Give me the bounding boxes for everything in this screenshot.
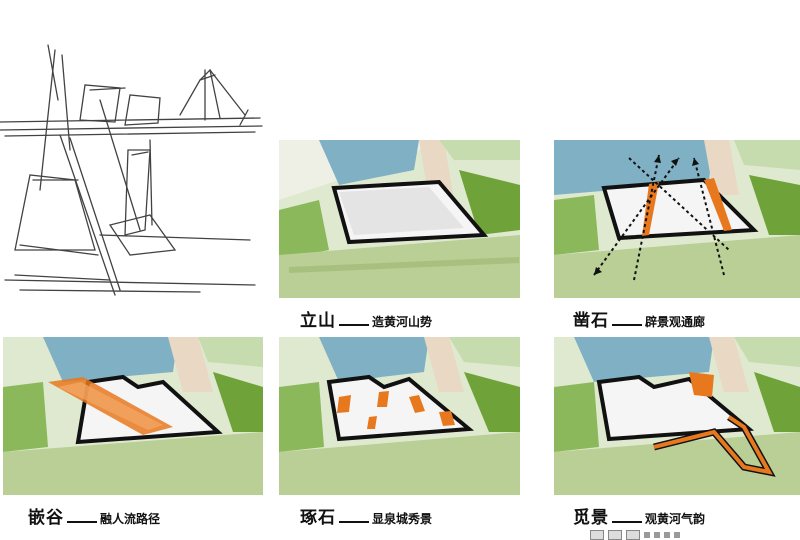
caption-3-subtitle: 融人流路径 xyxy=(100,512,161,526)
diagram-panel-1 xyxy=(279,140,520,298)
diagram-panel-4 xyxy=(279,337,520,495)
caption-2: 凿石 辟景观通廊 xyxy=(573,306,705,331)
caption-5-subtitle: 观黄河气韵 xyxy=(645,512,706,526)
caption-3-title: 嵌谷 xyxy=(28,508,64,528)
caption-4-title: 琢石 xyxy=(300,508,336,528)
toolbar-dot-icon[interactable] xyxy=(664,532,670,538)
caption-3-dash xyxy=(67,521,97,523)
caption-4-subtitle: 显泉城秀景 xyxy=(372,512,433,526)
toolbar-square-icon[interactable] xyxy=(590,530,604,540)
caption-4: 琢石 显泉城秀景 xyxy=(300,503,432,528)
caption-1-dash xyxy=(339,324,369,326)
caption-2-title: 凿石 xyxy=(573,311,609,331)
caption-5-title: 觅景 xyxy=(573,508,609,528)
caption-5-dash xyxy=(612,521,642,523)
caption-5: 觅景 观黄河气韵 xyxy=(573,503,705,528)
toolbar-square-icon[interactable] xyxy=(626,530,640,540)
concept-sketch xyxy=(0,40,265,308)
toolbar-dot-icon[interactable] xyxy=(644,532,650,538)
caption-1-title: 立山 xyxy=(300,311,336,331)
diagram-panel-5 xyxy=(554,337,800,495)
toolbar-square-icon[interactable] xyxy=(608,530,622,540)
diagram-panel-3 xyxy=(3,337,263,495)
viewer-toolbar xyxy=(590,530,680,540)
toolbar-dot-icon[interactable] xyxy=(654,532,660,538)
toolbar-dot-icon[interactable] xyxy=(674,532,680,538)
caption-4-dash xyxy=(339,521,369,523)
caption-1-subtitle: 造黄河山势 xyxy=(372,315,433,329)
caption-2-subtitle: 辟景观通廊 xyxy=(645,315,706,329)
diagram-panel-2 xyxy=(554,140,800,298)
caption-2-dash xyxy=(612,324,642,326)
caption-3: 嵌谷 融人流路径 xyxy=(28,503,160,528)
caption-1: 立山 造黄河山势 xyxy=(300,306,432,331)
